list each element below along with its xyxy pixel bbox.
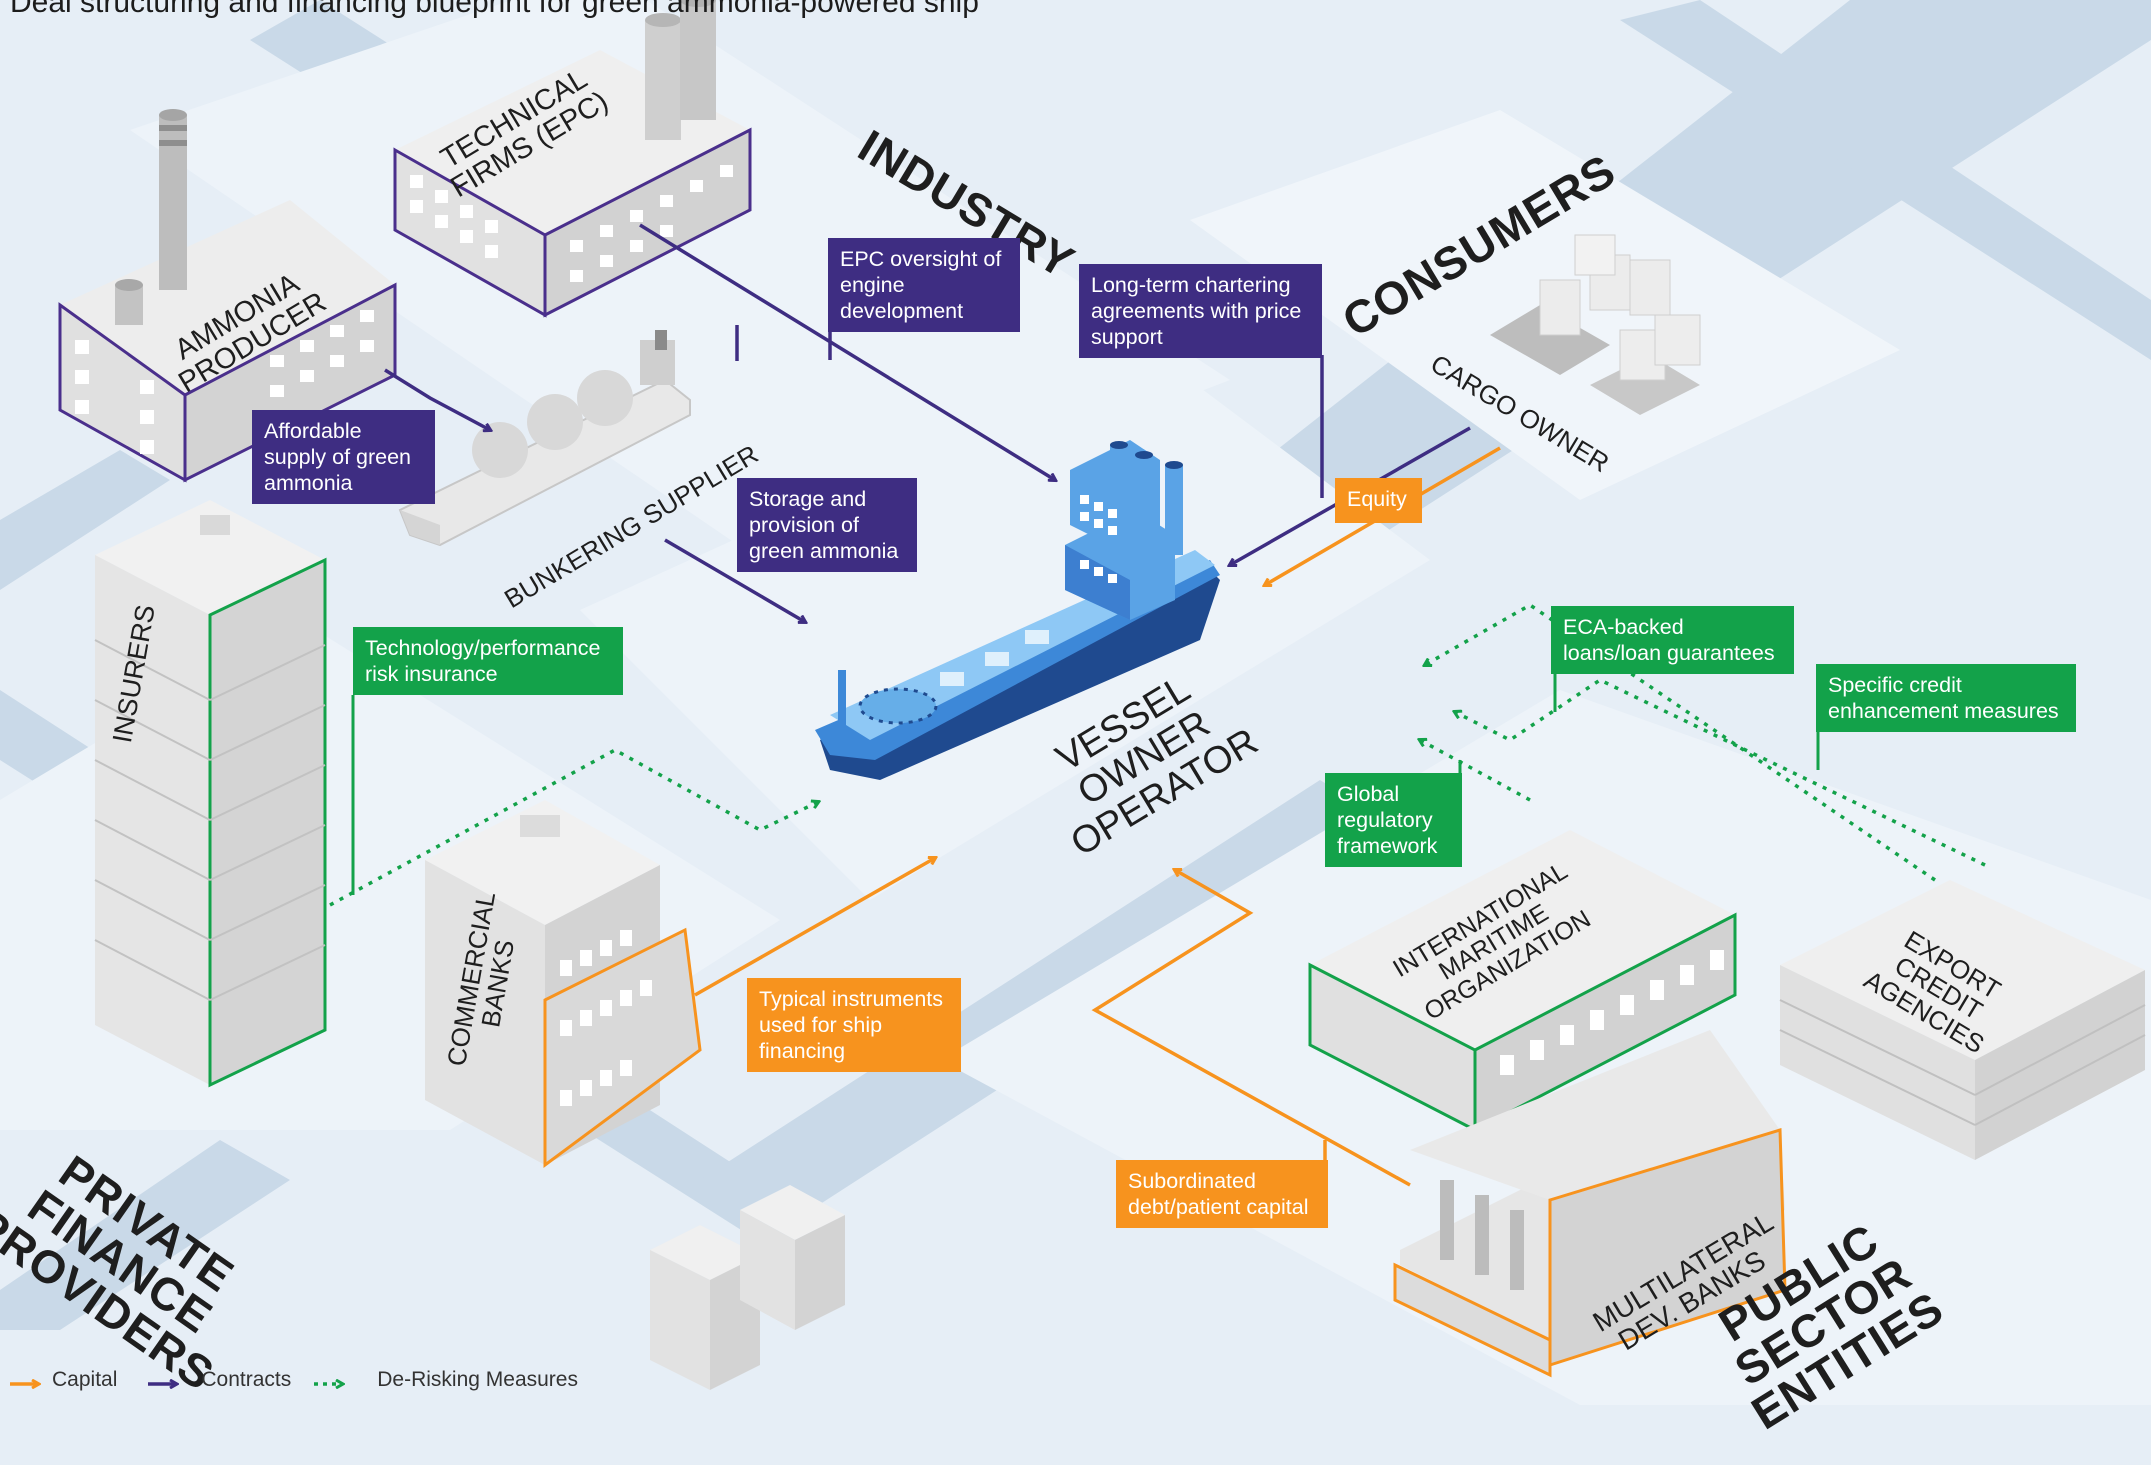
technical-firms-building [393, 0, 752, 318]
flow-affordable-supply: Affordable supply of green ammonia [252, 410, 435, 504]
legend-contracts: Contracts [201, 1368, 291, 1392]
derisking-arrows [329, 602, 1986, 907]
imo-building [1308, 830, 1737, 1133]
arrow-epc-to-vessel [639, 223, 1055, 480]
flow-epc-oversight: EPC oversight of engine development [828, 238, 1020, 332]
insurers-building [94, 500, 327, 1088]
legend-capital-label: Capital [52, 1368, 118, 1391]
multilateral-bank-building [1393, 1030, 1787, 1378]
legend-contracts-label: Contracts [201, 1368, 292, 1391]
flow-global-regulatory: Global regulatory framework [1325, 773, 1462, 867]
flow-typical-instruments: Typical instruments used for ship financ… [747, 978, 961, 1072]
arrow-insurers [329, 748, 818, 907]
commercial-banks-building [425, 800, 702, 1168]
arrow-bunkering-to-vessel [664, 538, 805, 622]
platform-vessel [580, 350, 1430, 900]
flow-equity: Equity [1335, 478, 1422, 523]
arrow-commercial-banks [694, 858, 935, 997]
diagram-graphics [0, 0, 2151, 1390]
flow-tech-insurance: Technology/performance risk insurance [353, 627, 623, 695]
cargo-containers [1490, 234, 1701, 415]
legend-derisking-label: De-Risking Measures [377, 1368, 578, 1391]
arrow-ammonia-to-bunkering [384, 368, 490, 430]
small-buildings [650, 1185, 845, 1390]
vessel-ship [815, 440, 1220, 780]
flow-long-term: Long-term chartering agreements with pri… [1079, 264, 1322, 358]
legend: Capital Contracts De-Risking Measures [8, 1368, 578, 1392]
legend-capital: Capital [52, 1368, 117, 1392]
ammonia-producer-building [58, 109, 397, 483]
bunkering-ship [398, 330, 691, 547]
flow-subordinated: Subordinated debt/patient capital [1116, 1160, 1328, 1228]
arrow-multilateral [1091, 870, 1411, 1187]
flow-storage: Storage and provision of green ammonia [737, 478, 917, 572]
export-credit-building [1779, 880, 2146, 1160]
flow-eca-backed: ECA-backed loans/loan guarantees [1551, 606, 1794, 674]
legend-derisking: De-Risking Measures [377, 1368, 578, 1392]
diagram-title: Deal structuring and financing blueprint… [10, 0, 979, 19]
flow-specific-credit: Specific credit enhancement measures [1816, 664, 2076, 732]
